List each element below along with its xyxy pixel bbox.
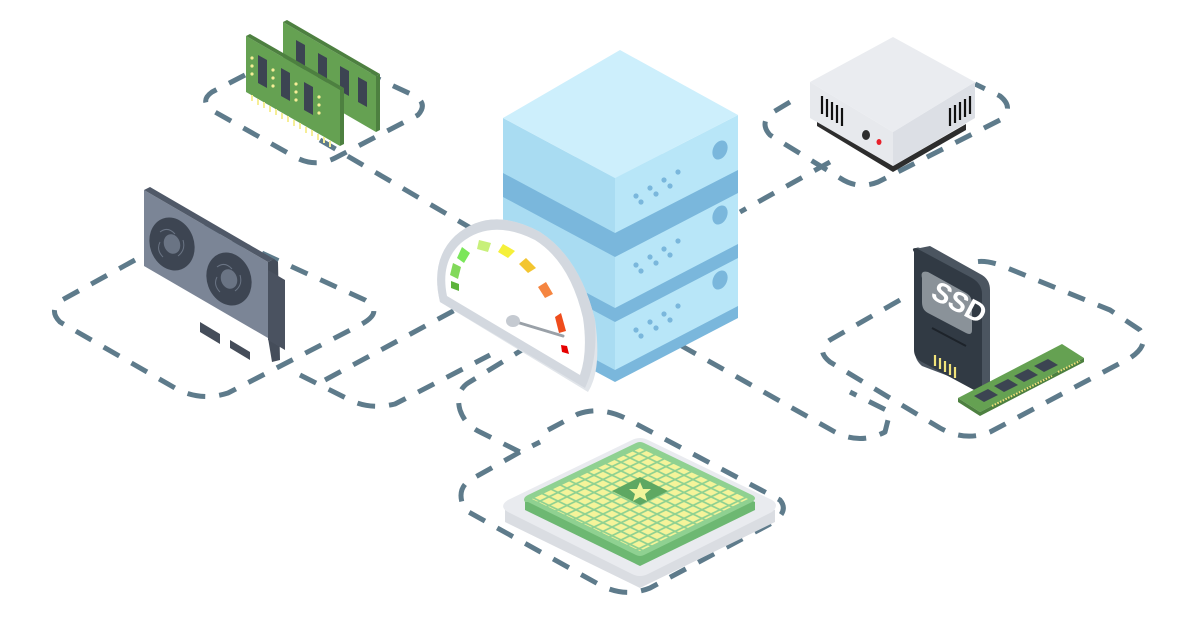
ram-stick-icon xyxy=(958,344,1084,416)
gpu-link xyxy=(298,352,492,409)
performance-gauge-icon xyxy=(437,219,598,392)
ram-link xyxy=(318,137,507,251)
gpu-link-2 xyxy=(323,307,457,383)
ssd-link xyxy=(678,342,893,441)
connector-lines xyxy=(52,72,1146,595)
ram-loop xyxy=(203,72,425,166)
ssd-icon: SSD xyxy=(912,246,992,392)
ram-modules-icon xyxy=(246,20,380,147)
psu-link xyxy=(738,159,832,215)
cpu-loop xyxy=(456,342,786,595)
power-supply-icon xyxy=(810,37,975,172)
psu-loop xyxy=(762,81,1010,188)
cpu-chip-icon xyxy=(503,438,776,588)
gpu-loop xyxy=(52,222,377,400)
graphics-card-icon xyxy=(144,187,285,362)
ssd-loop xyxy=(820,258,1146,439)
